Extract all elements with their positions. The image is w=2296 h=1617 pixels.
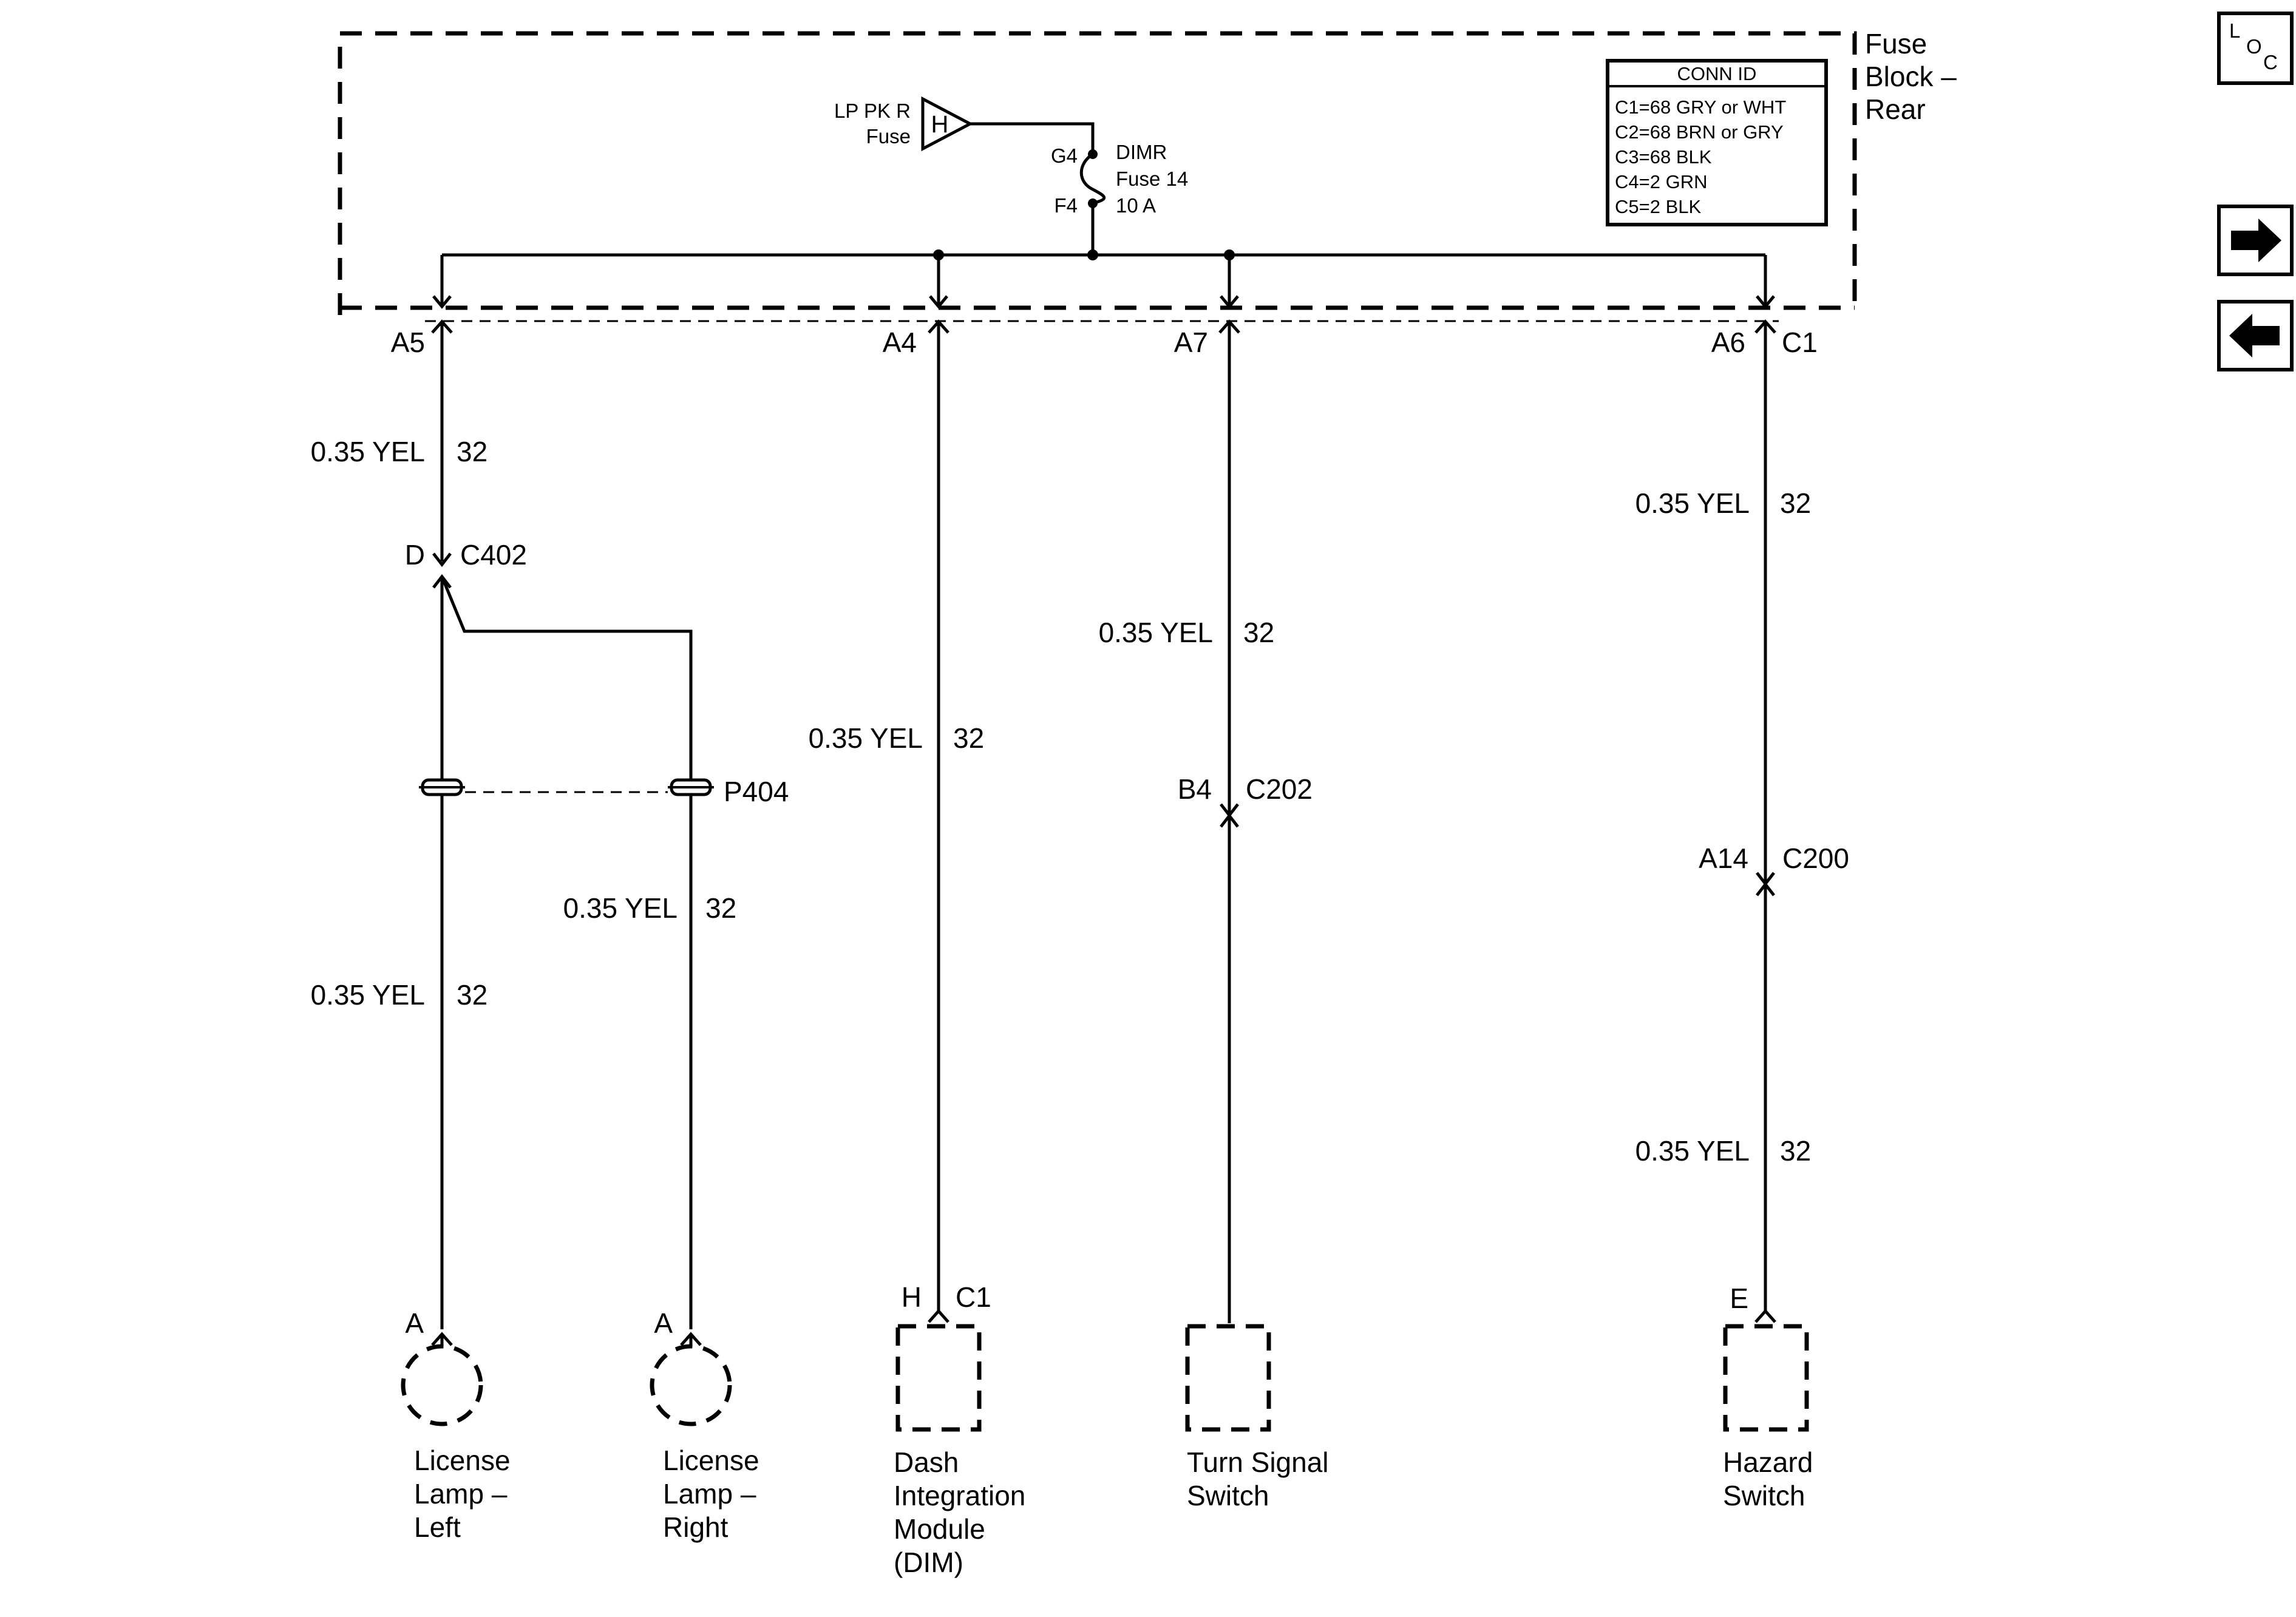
loc-icon: L bbox=[2229, 19, 2240, 42]
license-lamp-branch bbox=[401, 322, 732, 1426]
bus-drops bbox=[432, 255, 1775, 309]
fuse-14: G4 F4 DIMR Fuse 14 10 A bbox=[970, 122, 1188, 255]
c402-id: C402 bbox=[460, 539, 527, 571]
source-label-2: Fuse bbox=[866, 125, 911, 147]
hazard-label-2: Switch bbox=[1723, 1480, 1805, 1511]
conn-id-row: C4=2 GRN bbox=[1615, 171, 1707, 192]
conn-id-row: C2=68 BRN or GRY bbox=[1615, 121, 1784, 143]
wire-spec: 0.35 YEL bbox=[311, 979, 425, 1011]
hazard-pin: E bbox=[1730, 1283, 1748, 1314]
turn-signal-switch bbox=[1185, 1324, 1271, 1432]
turn-signal-branch bbox=[1185, 322, 1271, 1432]
wire-spec: 0.35 YEL bbox=[1635, 487, 1750, 519]
fuse-block-title: Fuse bbox=[1865, 28, 1927, 59]
lamp-left-label-2: Lamp – bbox=[414, 1478, 508, 1510]
lamp-left-pin: A bbox=[405, 1307, 424, 1339]
conn-id-header: CONN ID bbox=[1677, 63, 1757, 84]
source-label: LP PK R bbox=[834, 100, 911, 122]
dim-label-2: Integration bbox=[894, 1480, 1025, 1511]
wire-spec: 0.35 YEL bbox=[311, 436, 425, 467]
wire-spec: 0.35 YEL bbox=[563, 892, 678, 924]
fuse-name: DIMR bbox=[1116, 141, 1167, 163]
wire-circuit: 32 bbox=[1780, 487, 1811, 519]
lamp-right-label: License bbox=[663, 1445, 759, 1476]
c202-pin: B4 bbox=[1178, 773, 1212, 805]
turn-signal-label-2: Switch bbox=[1187, 1480, 1269, 1511]
fuse-pin-bottom: F4 bbox=[1054, 194, 1078, 217]
wire-spec: 0.35 YEL bbox=[1099, 617, 1213, 648]
back-button[interactable] bbox=[2217, 300, 2294, 371]
turn-signal-label: Turn Signal bbox=[1187, 1446, 1329, 1478]
c200-id: C200 bbox=[1782, 842, 1849, 874]
dim-label: Dash bbox=[894, 1446, 959, 1478]
fuse-number: Fuse 14 bbox=[1116, 168, 1188, 190]
next-button[interactable] bbox=[2217, 205, 2294, 276]
dim-pin: H bbox=[902, 1281, 922, 1313]
pin-a7: A7 bbox=[1174, 327, 1208, 358]
pin-chevrons bbox=[431, 319, 1776, 334]
hazard-label: Hazard bbox=[1723, 1446, 1813, 1478]
wire-circuit: 32 bbox=[953, 722, 984, 754]
arrow-left-icon bbox=[2229, 314, 2280, 358]
pin-a4: A4 bbox=[883, 327, 917, 358]
bus-bar bbox=[442, 249, 1765, 260]
dim-module bbox=[895, 1324, 982, 1432]
c402-pin: D bbox=[405, 539, 425, 571]
license-lamp-left bbox=[401, 1344, 483, 1426]
c202-id: C202 bbox=[1246, 773, 1313, 805]
fuse-rating: 10 A bbox=[1116, 194, 1156, 217]
pin-a5: A5 bbox=[391, 327, 425, 358]
wire-circuit: 32 bbox=[1780, 1135, 1811, 1167]
arrow-right-icon bbox=[2231, 219, 2281, 262]
conn-id-table: CONN ID C1=68 GRY or WHT C2=68 BRN or GR… bbox=[1606, 59, 1828, 226]
dim-branch bbox=[895, 322, 982, 1432]
c200-pin: A14 bbox=[1699, 842, 1748, 874]
license-lamp-right bbox=[650, 1344, 732, 1426]
pin-a6: A6 bbox=[1711, 327, 1745, 358]
lamp-left-label-3: Left bbox=[414, 1511, 461, 1543]
fuse-block-title-3: Rear bbox=[1865, 93, 1926, 125]
wire-spec: 0.35 YEL bbox=[1635, 1135, 1750, 1167]
wire-circuit: 32 bbox=[457, 436, 487, 467]
wire-circuit: 32 bbox=[1243, 617, 1274, 648]
lamp-right-label-3: Right bbox=[663, 1511, 729, 1543]
p404-id: P404 bbox=[724, 776, 789, 807]
dim-label-3: Module bbox=[894, 1513, 985, 1545]
source-marker: H bbox=[931, 111, 949, 138]
loc-icon-o: O bbox=[2246, 35, 2262, 58]
fuse-block-title-2: Block – bbox=[1865, 61, 1957, 92]
fuse-pin-top: G4 bbox=[1051, 144, 1078, 167]
wire-circuit: 32 bbox=[705, 892, 736, 924]
pin-a6-connector: C1 bbox=[1782, 327, 1818, 358]
loc-button[interactable]: L O C bbox=[2217, 12, 2294, 85]
p404-right bbox=[668, 778, 714, 796]
conn-id-row: C3=68 BLK bbox=[1615, 146, 1712, 168]
wire-circuit: 32 bbox=[457, 979, 487, 1011]
hazard-switch bbox=[1723, 1324, 1809, 1432]
conn-id-row: C5=2 BLK bbox=[1615, 196, 1702, 217]
dim-label-4: (DIM) bbox=[894, 1547, 963, 1578]
lamp-right-pin: A bbox=[654, 1307, 673, 1339]
loc-icon-c: C bbox=[2263, 51, 2278, 73]
source-triangle: H LP PK R Fuse bbox=[834, 96, 974, 152]
hazard-branch bbox=[1723, 322, 1809, 1432]
conn-id-row: C1=68 GRY or WHT bbox=[1615, 97, 1786, 118]
lamp-left-label: License bbox=[414, 1445, 511, 1476]
p404-left bbox=[419, 778, 465, 796]
dim-connector: C1 bbox=[956, 1281, 991, 1313]
wire-spec: 0.35 YEL bbox=[809, 722, 923, 754]
fuse-block: Fuse Block – Rear bbox=[338, 28, 1957, 322]
lamp-right-label-2: Lamp – bbox=[663, 1478, 756, 1510]
